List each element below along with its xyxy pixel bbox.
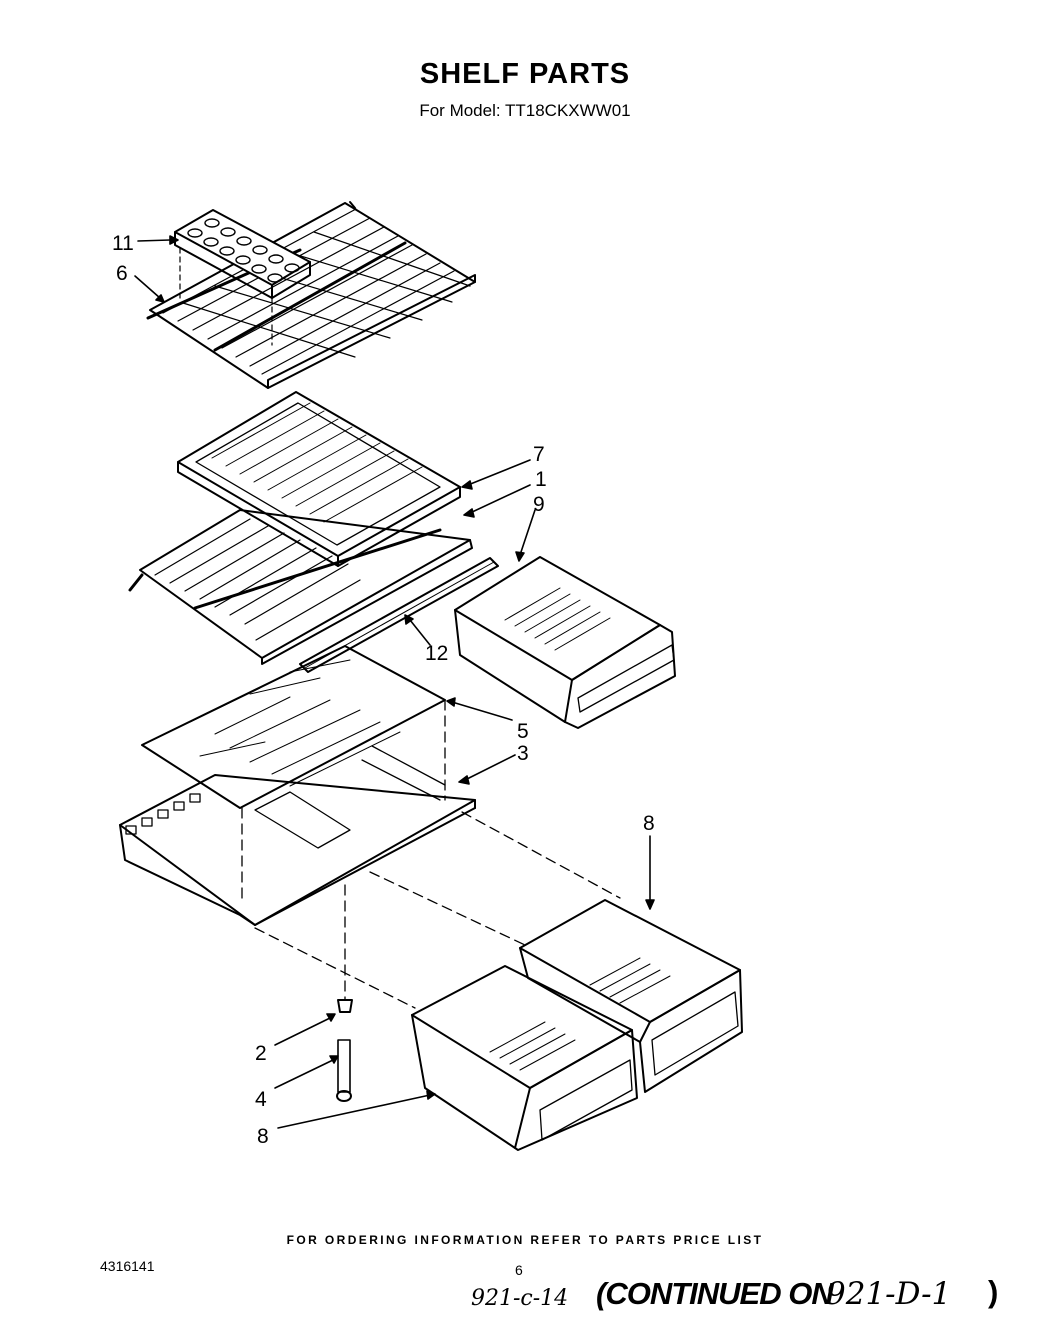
crisper-cover-frame bbox=[119, 745, 476, 926]
closing-paren: ) bbox=[988, 1274, 999, 1309]
continued-reference: 921-D-1 bbox=[826, 1276, 952, 1312]
callout-12: 12 bbox=[425, 642, 448, 665]
ordering-info-note: FOR ORDERING INFORMATION REFER TO PARTS … bbox=[286, 1233, 764, 1247]
crisper-drawer-right bbox=[519, 899, 743, 1093]
model-subtitle: For Model: TT18CKXWW01 bbox=[419, 101, 631, 120]
crisper-drawer-left bbox=[411, 965, 638, 1151]
page-title: SHELF PARTS bbox=[419, 58, 631, 90]
callout-6: 6 bbox=[116, 262, 128, 285]
callout-7: 7 bbox=[533, 443, 545, 466]
callout-8-upper: 8 bbox=[643, 812, 655, 835]
continued-label: (CONTINUED ON bbox=[596, 1276, 834, 1311]
callout-3: 3 bbox=[517, 742, 529, 765]
meat-keeper-pan bbox=[454, 556, 676, 729]
shelf-frame-cover bbox=[177, 391, 461, 567]
callout-8-lower: 8 bbox=[257, 1125, 269, 1148]
glass-shelf-insert bbox=[141, 645, 446, 809]
callout-4: 4 bbox=[255, 1088, 267, 1111]
handwritten-code: 921-c-14 bbox=[471, 1286, 569, 1311]
crisper-support-post bbox=[336, 999, 353, 1102]
callout-5: 5 bbox=[517, 720, 529, 743]
callout-11: 11 bbox=[112, 232, 134, 255]
callout-1: 1 bbox=[535, 468, 547, 491]
fresh-food-wire-shelf bbox=[128, 509, 473, 665]
assembly-dashed-lines bbox=[241, 699, 621, 1009]
document-number: 4316141 bbox=[100, 1258, 155, 1274]
callout-9: 9 bbox=[533, 493, 545, 516]
freezer-wire-shelf bbox=[146, 201, 476, 389]
page-number: 6 bbox=[515, 1262, 523, 1278]
callout-leaders bbox=[134, 235, 655, 1129]
callout-2: 2 bbox=[255, 1042, 267, 1065]
